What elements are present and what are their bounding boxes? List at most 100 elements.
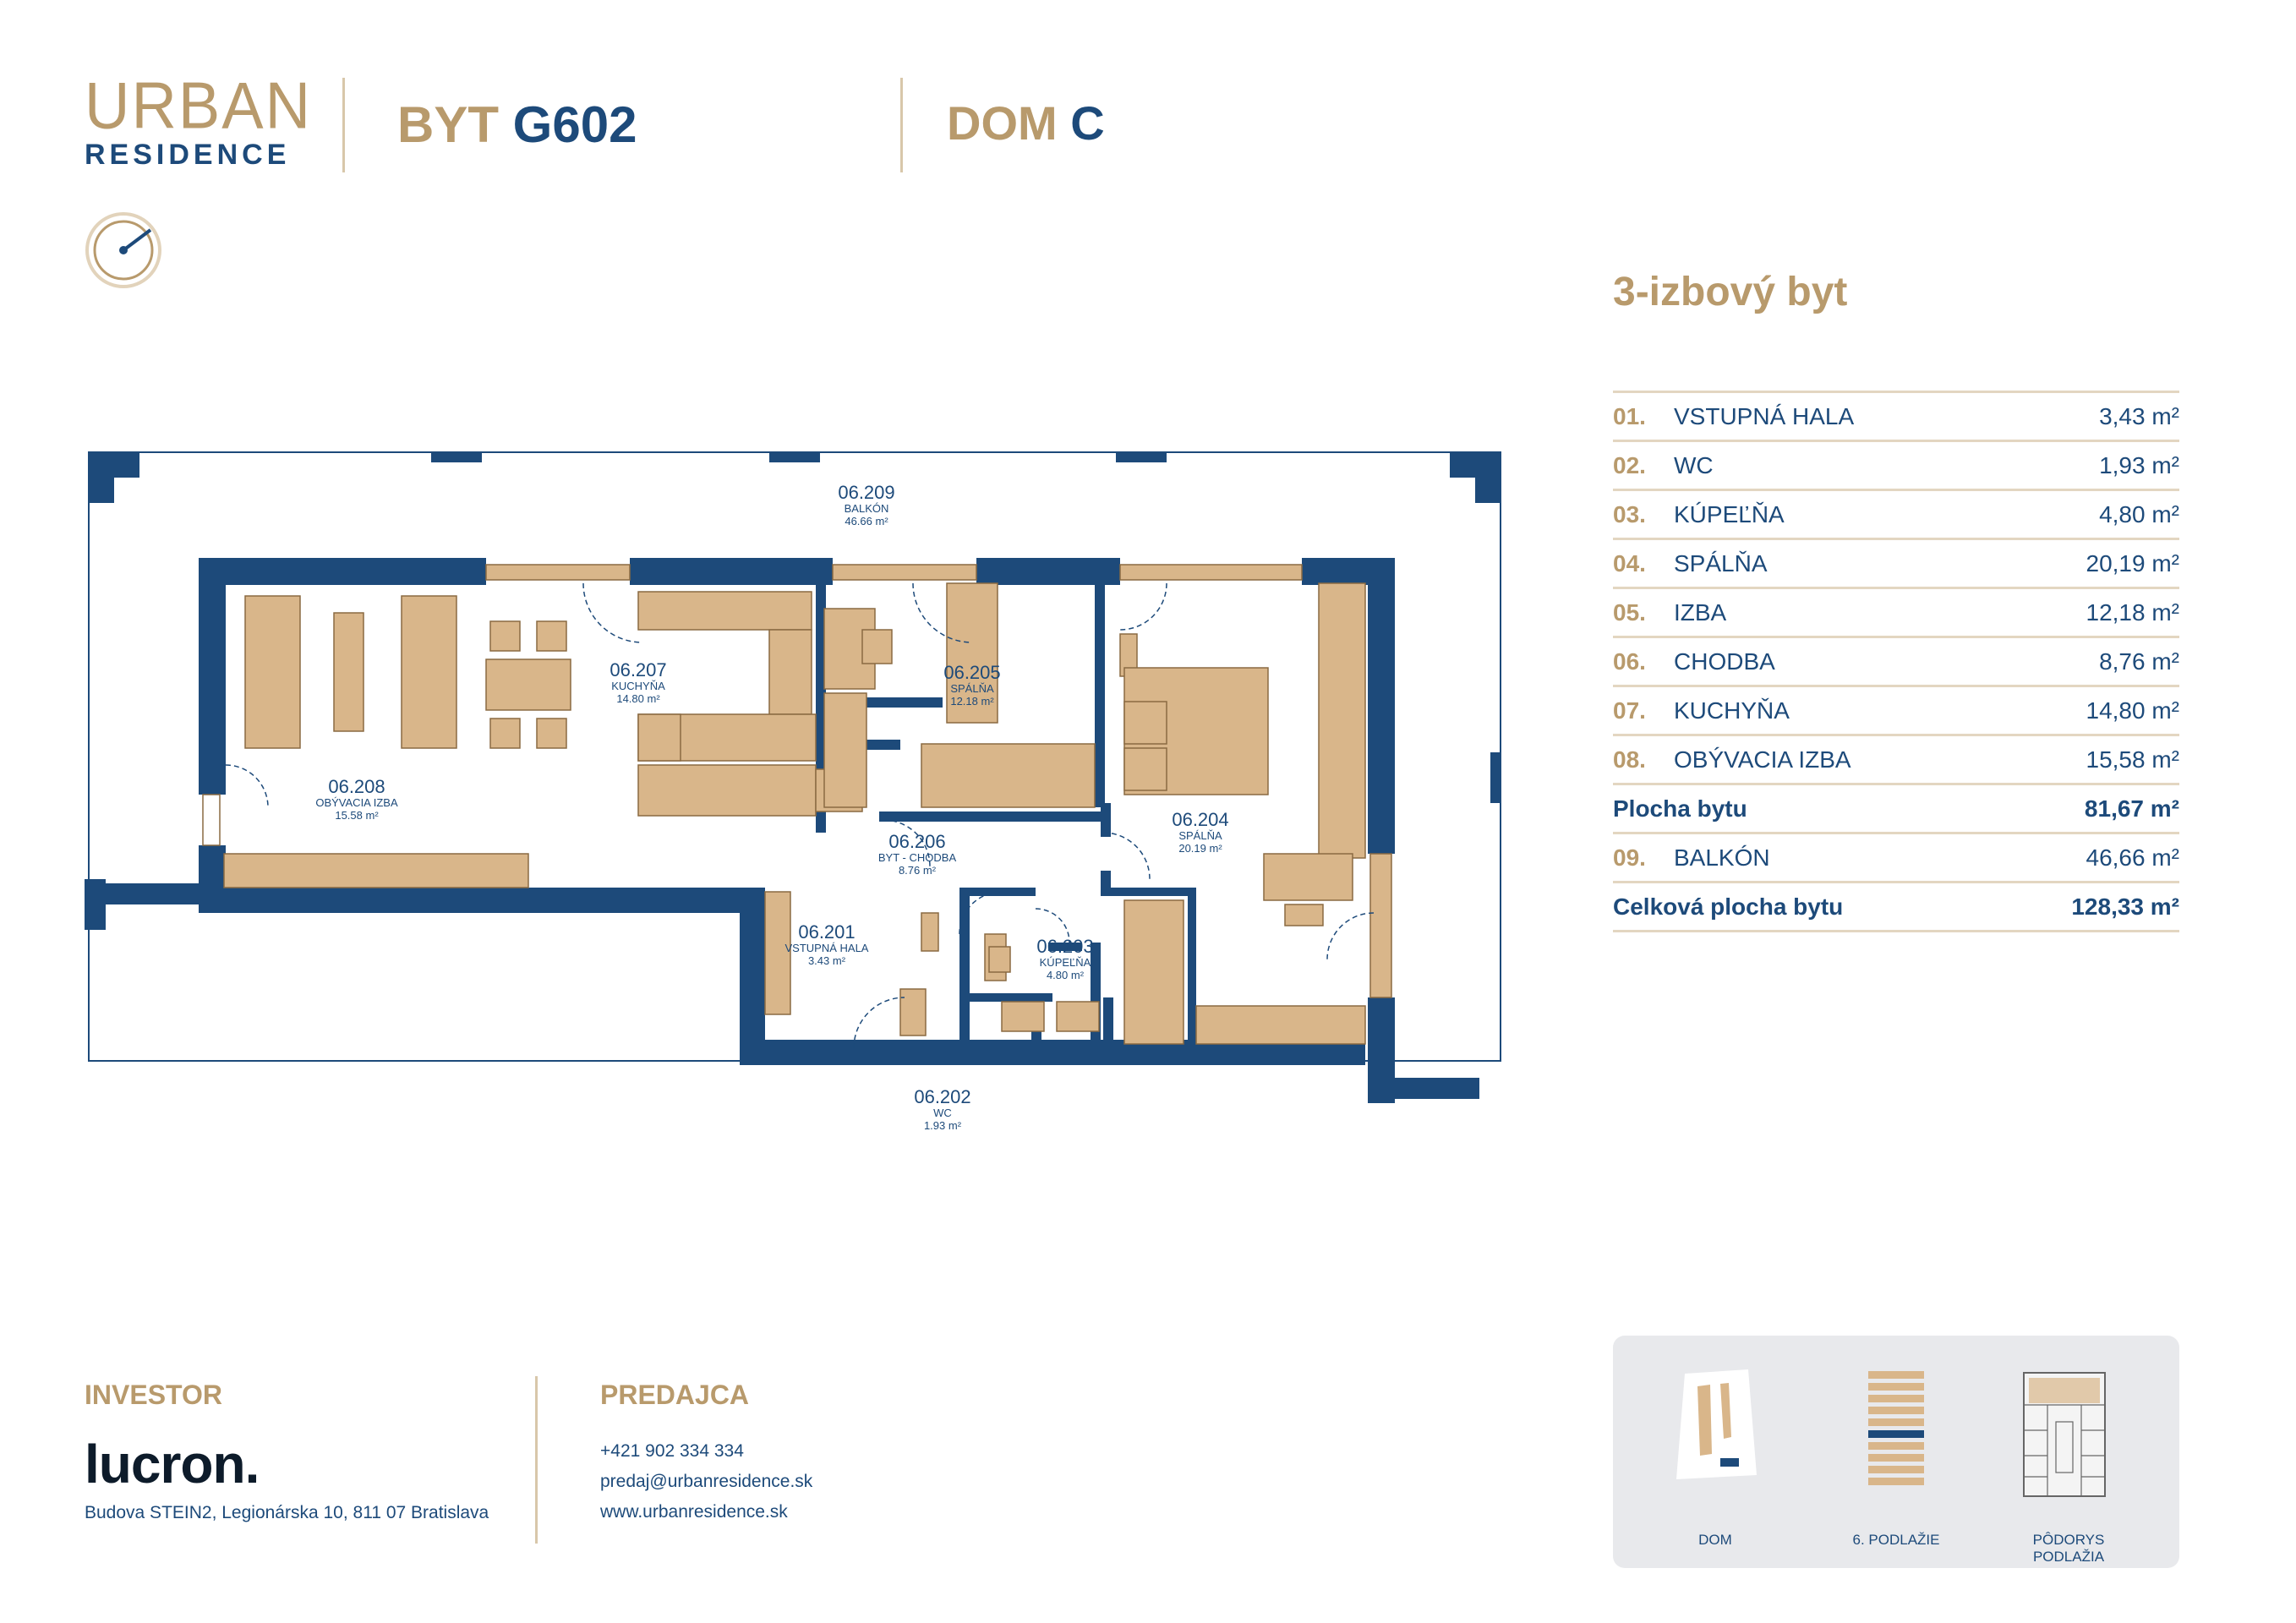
label-204-name: SPÁLŇA [1178, 829, 1222, 842]
label-206-area: 8.76 m² [899, 864, 937, 877]
locator-dom-label: DOM [1698, 1532, 1732, 1548]
row-num: 02. [1613, 451, 1646, 478]
lucron-logo: lucron. [85, 1434, 260, 1495]
area-table: 01. VSTUPNÁ HALA 3,43 m² 02. WC 1,93 m² 03. K… [1613, 391, 2179, 932]
label-202-area: 1.93 m² [924, 1119, 962, 1132]
byt-code: G602 [512, 96, 637, 153]
label-209-code: 06.209 [838, 482, 894, 503]
logo-urban-text: URBAN [85, 68, 313, 143]
row-name: IZBA [1674, 598, 1727, 626]
table-row: 07. KUCHYŇA 14,80 m² [1613, 687, 2179, 736]
row-area: 1,93 m² [2099, 451, 2179, 478]
label-202-code: 06.202 [914, 1086, 970, 1107]
furniture [223, 582, 1366, 1045]
label-205-area: 12.18 m² [950, 695, 994, 708]
row-area: 20,19 m² [2086, 549, 2180, 577]
table-row: 04. SPÁLŇA 20,19 m² [1613, 540, 2179, 589]
row-num: 06. [1613, 648, 1646, 675]
label-201-area: 3.43 m² [808, 954, 846, 967]
locator-plan-label: PÔDORYS PODLAŽIA [2032, 1532, 2105, 1565]
row-name: CHODBA [1674, 648, 1775, 675]
row-name: KUCHYŇA [1674, 697, 1790, 724]
table-row: 06. CHODBA 8,76 m² [1613, 638, 2179, 687]
apartment-title: BYT G602 [397, 100, 637, 150]
row-area: 15,58 m² [2086, 746, 2180, 773]
building-thumbnail [1676, 1369, 1757, 1479]
row-area: 14,80 m² [2086, 697, 2180, 724]
table-row: 05. IZBA 12,18 m² [1613, 589, 2179, 638]
locator-panel: DOM 6. PODLAŽIE PÔDORYS PODLAŽIA [1613, 1336, 2179, 1568]
dom-code: C [1070, 96, 1105, 150]
floor-stack-thumbnail [1868, 1371, 1924, 1485]
row-area: 3,43 m² [2099, 402, 2179, 429]
row-area: 8,76 m² [2099, 648, 2179, 675]
label-207-name: KUCHYŇA [611, 680, 665, 692]
label-208-area: 15.58 m² [335, 809, 379, 822]
label-205-code: 06.205 [943, 662, 1000, 683]
building-title: DOM C [947, 100, 1105, 147]
label-208-code: 06.208 [328, 776, 385, 797]
walls [85, 558, 1479, 1103]
row-num: 08. [1613, 746, 1646, 773]
total-row-plocha: Plocha bytu 81,67 m² [1613, 785, 2179, 834]
dom-prefix: DOM [947, 96, 1058, 150]
row-num: 04. [1613, 549, 1646, 577]
row-name: OBÝVACIA IZBA [1674, 746, 1851, 773]
locator-floor-label: 6. PODLAŽIE [1852, 1532, 1940, 1548]
label-201-code: 06.201 [798, 921, 855, 943]
predajca-email[interactable]: predaj@urbanresidence.sk [600, 1472, 813, 1491]
investor-heading: INVESTOR [85, 1380, 222, 1410]
label-203-code: 06.203 [1036, 936, 1093, 957]
total-row-celkova: Celková plocha bytu 128,33 m² [1613, 883, 2179, 932]
celkova-label: Celková plocha bytu [1613, 893, 1844, 920]
table-row-balkon: 09. BALKÓN 46,66 m² [1613, 834, 2179, 883]
plocha-value: 81,67 m² [2084, 795, 2179, 822]
footer-divider [535, 1376, 538, 1544]
label-201-name: VSTUPNÁ HALA [785, 942, 869, 954]
label-207-area: 14.80 m² [616, 692, 660, 705]
label-205-name: SPÁLŇA [950, 682, 994, 695]
header-divider-2 [900, 78, 903, 172]
row-name: WC [1674, 451, 1714, 478]
floor-plan-thumbnail [2023, 1372, 2106, 1497]
label-204-area: 20.19 m² [1178, 842, 1222, 855]
table-row: 02. WC 1,93 m² [1613, 442, 2179, 491]
investor-address: Budova STEIN2, Legionárska 10, 811 07 Br… [85, 1503, 489, 1522]
row-num: 09. [1613, 844, 1646, 871]
label-209-name: BALKÓN [845, 502, 889, 515]
predajca-heading: PREDAJCA [600, 1380, 750, 1410]
row-num: 07. [1613, 697, 1646, 724]
compass-icon [85, 212, 161, 288]
row-num: 01. [1613, 402, 1646, 429]
byt-prefix: BYT [397, 96, 499, 153]
label-203-area: 4.80 m² [1047, 969, 1085, 981]
label-203-name: KÚPEĽŇA [1040, 956, 1091, 969]
header-divider-1 [342, 78, 345, 172]
label-208-name: OBÝVACIA IZBA [315, 796, 398, 809]
row-num: 03. [1613, 500, 1646, 527]
celkova-value: 128,33 m² [2071, 893, 2179, 920]
plocha-label: Plocha bytu [1613, 795, 1747, 822]
predajca-phone[interactable]: +421 902 334 334 [600, 1441, 744, 1461]
label-206-name: BYT - CHODBA [878, 851, 957, 864]
label-204-code: 06.204 [1172, 809, 1228, 830]
row-name: KÚPEĽŇA [1674, 500, 1785, 527]
row-area: 4,80 m² [2099, 500, 2179, 527]
table-row: 03. KÚPEĽŇA 4,80 m² [1613, 491, 2179, 540]
row-name: BALKÓN [1674, 844, 1770, 871]
row-area: 46,66 m² [2086, 844, 2180, 871]
floor-plan: 06.209 BALKÓN 46.66 m² 06.207 KUCHYŇA 14… [85, 451, 1501, 1132]
row-num: 05. [1613, 598, 1646, 626]
row-area: 12,18 m² [2086, 598, 2180, 626]
label-207-code: 06.207 [610, 659, 666, 680]
label-206-code: 06.206 [888, 831, 945, 852]
table-row: 08. OBÝVACIA IZBA 15,58 m² [1613, 736, 2179, 785]
table-row: 01. VSTUPNÁ HALA 3,43 m² [1613, 391, 2179, 442]
logo-residence-text: RESIDENCE [85, 139, 291, 171]
label-202-name: WC [933, 1107, 952, 1119]
row-name: SPÁLŇA [1674, 549, 1768, 577]
apartment-type: 3-izbový byt [1613, 270, 1848, 314]
row-name: VSTUPNÁ HALA [1674, 402, 1855, 429]
predajca-web[interactable]: www.urbanresidence.sk [600, 1502, 788, 1522]
label-209-area: 46.66 m² [845, 515, 888, 527]
